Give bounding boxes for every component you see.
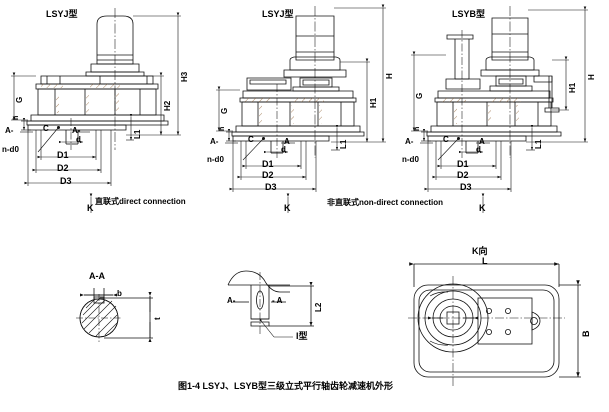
- middle-section-mark-a-left: A-: [210, 137, 219, 146]
- left-dim-h: h: [13, 115, 20, 120]
- right-dim-d3: D3: [460, 182, 472, 192]
- section-aa-geometry: [76, 288, 153, 342]
- right-dim-d1: D1: [457, 159, 469, 169]
- middle-view-model-label: LSYJ型: [262, 9, 294, 19]
- left-view-model-label: LSYJ型: [46, 9, 78, 19]
- left-view-geometry: [26, 8, 169, 153]
- right-dim-n-d0: n-d0: [402, 155, 419, 164]
- middle-dim-k: K: [284, 203, 291, 213]
- middle-dim-h1: H1: [369, 97, 378, 108]
- left-section-mark-a-left: A-: [5, 126, 14, 135]
- k-view-geometry: [408, 262, 581, 386]
- right-dim-g: G: [415, 92, 424, 99]
- left-dim-d2: D2: [57, 163, 69, 173]
- right-view-dimensions: [411, 6, 588, 213]
- left-dim-h2: H2: [163, 100, 172, 111]
- middle-view-dimensions: [216, 4, 386, 213]
- middle-section-mark-a-right: A: [284, 137, 290, 146]
- right-dim-d2: D2: [457, 170, 469, 180]
- middle-dim-d1: D1: [262, 159, 274, 169]
- detail-i-section-right: - A: [272, 296, 283, 305]
- left-dim-k: K: [87, 203, 94, 213]
- middle-dim-c: C: [248, 135, 254, 144]
- right-dim-c: C: [443, 135, 449, 144]
- detail-i-section-left: A-: [227, 296, 236, 305]
- left-dim-g: G: [15, 96, 24, 103]
- section-aa-title: A-A: [89, 271, 105, 281]
- k-view-dim-b: B: [581, 330, 591, 338]
- k-view-dim-l: L: [482, 256, 488, 266]
- detail-i-dim-l2: L2: [314, 302, 323, 312]
- left-section-mark-a-right: A-: [72, 126, 81, 135]
- detail-i-geometry: [227, 270, 314, 338]
- right-dim-d: d: [476, 145, 481, 154]
- left-dim-d: d: [76, 135, 81, 144]
- middle-view-geometry: [231, 6, 365, 161]
- left-dim-h3: H3: [180, 71, 189, 82]
- middle-dim-d2: D2: [262, 170, 274, 180]
- middle-dim-d: d: [281, 145, 286, 154]
- left-dim-c: C: [43, 124, 49, 133]
- middle-dim-g: G: [220, 107, 229, 114]
- middle-dim-l1: L1: [339, 139, 348, 149]
- left-view-dimensions: [11, 12, 181, 213]
- figure-caption: 图1-4 LSYJ、LSYB型三级立式平行轴齿轮减速机外形: [178, 381, 394, 391]
- right-section-mark-a-left: A-: [405, 137, 414, 146]
- middle-dim-h: H: [385, 73, 394, 79]
- detail-i-title: I型: [296, 331, 308, 341]
- middle-dim-d3: D3: [265, 182, 277, 192]
- right-dim-h: H: [587, 74, 596, 80]
- middle-connection-label: 非直联式non-direct connection: [327, 198, 443, 207]
- right-dim-h-small: h: [414, 126, 421, 131]
- right-dim-h1: H1: [568, 82, 577, 93]
- left-connection-label: 直联式direct connection: [95, 197, 186, 206]
- middle-dim-h-small: h: [219, 126, 226, 131]
- section-aa-dim-t: t: [153, 317, 162, 320]
- middle-dim-n-d0: n-d0: [207, 155, 224, 164]
- left-dim-n-d0: n-d0: [2, 145, 19, 154]
- left-dim-d3: D3: [60, 176, 72, 186]
- right-dim-k: K: [479, 203, 486, 213]
- right-view-model-label: LSYB型: [452, 9, 486, 19]
- right-section-mark-a-right: A: [479, 137, 485, 146]
- right-dim-l1: L1: [534, 139, 543, 149]
- k-view-title: K向: [472, 246, 488, 256]
- right-view-geometry: [426, 6, 562, 161]
- section-aa-dim-b: b: [117, 289, 122, 298]
- left-dim-d1: D1: [57, 150, 69, 160]
- left-dim-l1: L1: [133, 129, 142, 139]
